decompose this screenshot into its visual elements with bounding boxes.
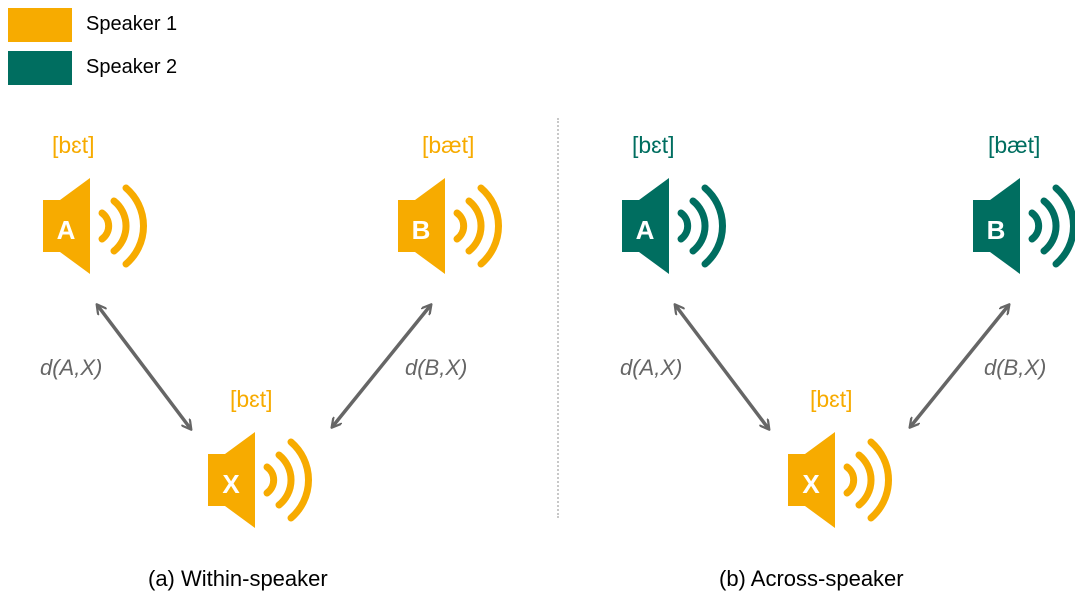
distance-label-ax: d(A,X)	[40, 355, 103, 380]
caption-within-speaker: (a) Within-speaker	[148, 566, 328, 591]
legend-label-speaker-2: Speaker 2	[86, 56, 178, 78]
distance-label-bx: d(B,X)	[405, 355, 468, 380]
panel-divider	[557, 118, 559, 518]
phonetic-label-b: [bæt]	[422, 132, 475, 158]
speaker-b-icon: B	[395, 176, 505, 276]
speaker-x-icon: X	[785, 430, 895, 530]
arrow-b-x-across	[911, 306, 1008, 426]
phonetic-label-a: [bɛt]	[52, 132, 95, 158]
svg-text:A: A	[636, 215, 655, 245]
svg-text:X: X	[222, 469, 240, 499]
phonetic-label-b: [bæt]	[988, 132, 1041, 158]
speaker-a-icon: A	[40, 176, 150, 276]
distance-label-ax: d(A,X)	[620, 355, 683, 380]
legend-swatch-speaker-1	[8, 8, 72, 42]
legend-label-speaker-1: Speaker 1	[86, 13, 178, 35]
svg-text:B: B	[412, 215, 431, 245]
speaker-a-icon: A	[619, 176, 729, 276]
speaker-x-icon: X	[205, 430, 315, 530]
caption-across-speaker: (b) Across-speaker	[719, 566, 904, 591]
svg-text:B: B	[987, 215, 1006, 245]
distance-label-bx: d(B,X)	[984, 355, 1047, 380]
svg-text:A: A	[57, 215, 76, 245]
speaker-b-icon: B	[970, 176, 1075, 276]
phonetic-label-a: [bɛt]	[632, 132, 675, 158]
arrow-a-x-across	[676, 306, 768, 428]
arrow-b-x-within	[333, 306, 430, 426]
phonetic-label-x: [bɛt]	[230, 386, 273, 412]
svg-text:X: X	[802, 469, 820, 499]
phonetic-label-x: [bɛt]	[810, 386, 853, 412]
arrow-a-x-within	[98, 306, 190, 428]
legend-swatch-speaker-2	[8, 51, 72, 85]
